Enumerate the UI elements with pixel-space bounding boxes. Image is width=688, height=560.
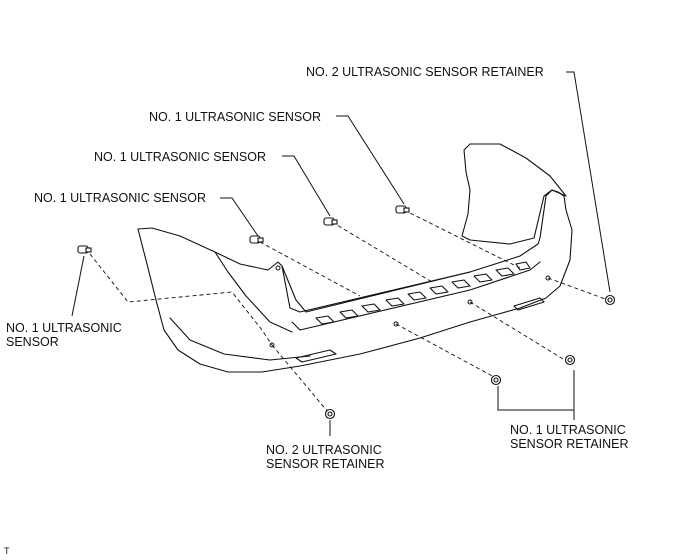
dash-left-sensor <box>89 253 273 346</box>
sensor-retainer-mid-right <box>564 354 576 366</box>
leader-sensor-a <box>336 115 405 205</box>
leader-sensor-b <box>282 155 331 217</box>
sensor-retainer-right <box>604 294 616 306</box>
label-no2-retainer-top: NO. 2 ULTRASONIC SENSOR RETAINER <box>306 65 544 79</box>
dash-retainer-right2 <box>469 301 569 363</box>
left-reflector <box>295 349 337 363</box>
label-no2-retainer-bottom: NO. 2 ULTRASONIC SENSOR RETAINER <box>266 443 385 471</box>
label-no1-sensor-a: NO. 1 ULTRASONIC SENSOR <box>149 110 322 124</box>
step-pad-ribs <box>315 261 531 325</box>
leader-sensor-c <box>220 197 259 237</box>
dash-retainer-center <box>395 323 497 379</box>
dash-sensor-b <box>331 221 433 283</box>
sensor-hole-center <box>393 321 399 327</box>
bumper-inner-curve <box>214 251 293 333</box>
bumper-outline <box>137 189 573 373</box>
bumper-right-wing <box>461 143 567 245</box>
label-no1-sensor-c: NO. 1 ULTRASONIC SENSOR <box>34 191 207 205</box>
leader-no1-retainer <box>497 370 575 411</box>
label-no1-retainer: NO. 1 ULTRASONIC SENSOR RETAINER <box>510 423 629 451</box>
dash-sensor-a <box>259 241 361 297</box>
dash-retainer-bottom <box>271 344 329 413</box>
bumper-step-lower <box>291 261 541 331</box>
label-no1-sensor-left: NO. 1 ULTRASONIC SENSOR <box>6 321 122 349</box>
sensor-retainer-bottom <box>324 408 336 420</box>
ultrasonic-sensor-c <box>395 205 410 214</box>
corner-code: T <box>4 546 10 556</box>
sensor-hole-right <box>467 299 473 305</box>
bumper-step-edge <box>281 265 471 313</box>
dash-retainer-right <box>547 277 609 301</box>
ultrasonic-sensor-b <box>323 217 338 226</box>
sensor-hole-left <box>269 342 275 348</box>
right-reflector <box>513 297 545 311</box>
leader-top-retainer <box>566 71 611 293</box>
sensor-hole-far-right <box>545 275 551 281</box>
sensor-hole-top-left <box>275 265 281 271</box>
sensor-retainer-center <box>490 374 502 386</box>
label-no1-sensor-b: NO. 1 ULTRASONIC SENSOR <box>94 150 267 164</box>
ultrasonic-sensor-a <box>249 235 264 244</box>
dash-sensor-c <box>403 209 521 269</box>
bumper-lower-curve <box>169 317 311 361</box>
ultrasonic-sensor-left <box>77 245 92 254</box>
leader-left-sensor <box>71 255 85 317</box>
